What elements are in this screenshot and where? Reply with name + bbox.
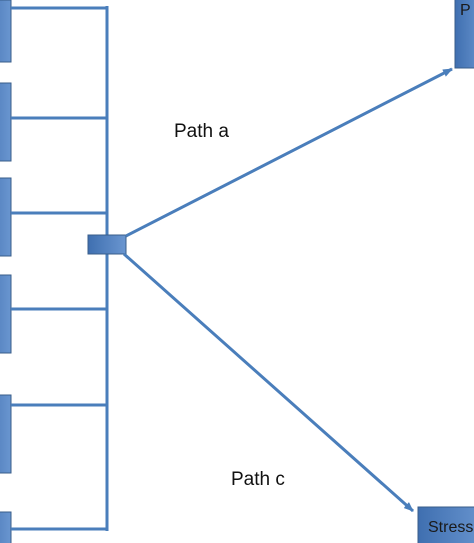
bottom-right-box-label: Stress [428, 519, 473, 536]
top-right-box-label: P [460, 2, 471, 19]
left-box-6 [0, 511, 12, 543]
path-c-arrow [123, 252, 414, 513]
path-c-label: Path c [231, 469, 285, 490]
top-right-box [454, 0, 474, 69]
bottom-right-box [417, 506, 474, 543]
left-box-1 [0, 0, 12, 63]
path-a-arrow [125, 67, 453, 238]
left-box-5 [0, 394, 12, 474]
left-box-3 [0, 177, 12, 257]
junction-box [87, 234, 127, 255]
left-box-4 [0, 274, 12, 354]
bracket-connectors [11, 6, 109, 531]
left-box-2 [0, 82, 12, 162]
path-a-label: Path a [174, 121, 229, 142]
